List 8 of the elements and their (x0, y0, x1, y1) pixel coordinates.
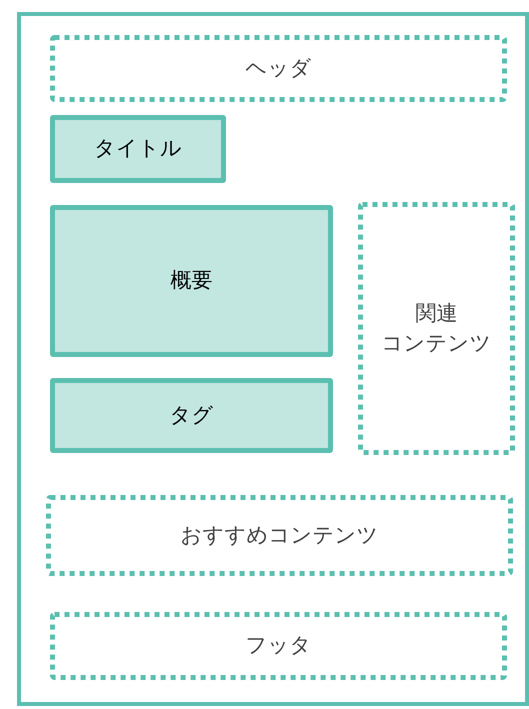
content-box: 概要 (50, 205, 333, 357)
content-box: タイトル (50, 115, 226, 183)
placeholder-box: 関連コンテンツ (358, 202, 515, 455)
placeholder-box: フッタ (50, 612, 507, 680)
content-box: タグ (50, 378, 333, 453)
placeholder-box: おすすめコンテンツ (46, 495, 513, 576)
placeholder-box: ヘッダ (50, 35, 507, 102)
page-frame (17, 12, 529, 706)
